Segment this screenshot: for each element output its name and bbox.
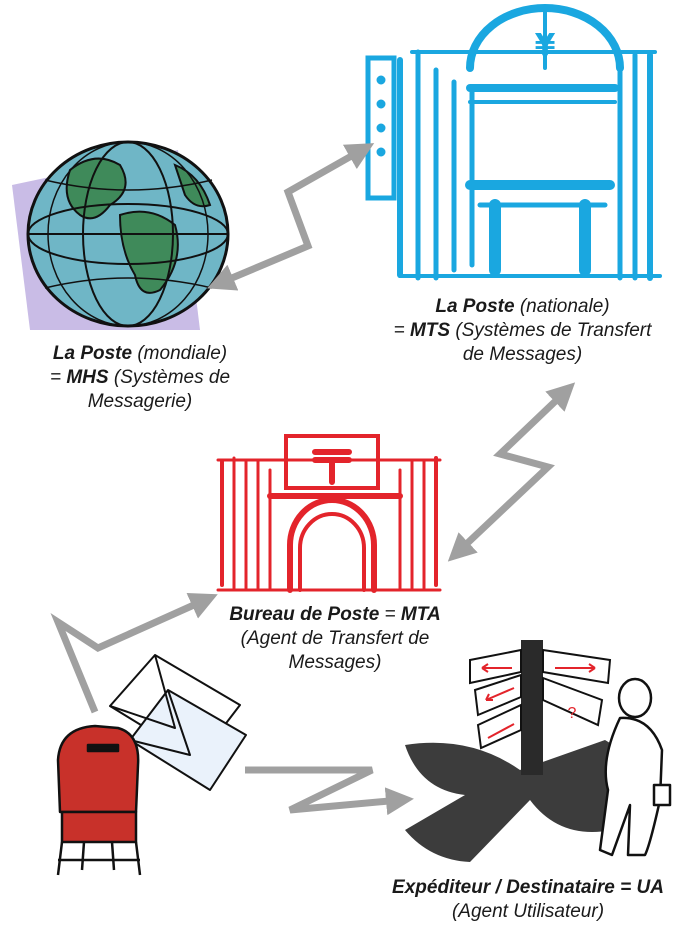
- bank-building-icon: ¥: [365, 4, 662, 281]
- yen-symbol: ¥: [535, 28, 556, 63]
- mta-acronym: MTA: [400, 604, 441, 625]
- question-mark-glyph: ?: [568, 705, 577, 722]
- envelopes-icon: [109, 654, 247, 791]
- arrow-mailbox-ua: [245, 766, 414, 816]
- post-office-icon: [216, 434, 442, 593]
- arrow-globe-mts: [207, 143, 375, 291]
- mhs-desc-line2: Messagerie): [87, 391, 193, 412]
- arrow-mailbox-mta: [50, 592, 218, 714]
- mta-desc-line2: Messages): [288, 652, 382, 673]
- mts-title: La Poste: [435, 296, 515, 317]
- mts-eq: =: [393, 320, 410, 341]
- mts-title-note: (nationale): [514, 296, 610, 317]
- ua-title: Expéditeur / Destinataire = UA: [392, 877, 664, 898]
- mts-desc-line1: (Systèmes de Transfert: [450, 320, 652, 341]
- ua-desc: (Agent Utilisateur): [451, 901, 605, 922]
- arrow-mts-mta: [447, 382, 576, 562]
- mhs-title: La Poste: [52, 343, 133, 364]
- label-ua: Expéditeur / Destinataire = UA (Agent Ut…: [370, 876, 686, 924]
- globe-icon: [12, 140, 230, 330]
- mhs-desc-line1: (Systèmes de: [108, 367, 231, 388]
- mts-desc-line2: de Messages): [462, 344, 583, 365]
- label-mta: Bureau de Poste = MTA (Agent de Transfer…: [190, 603, 480, 675]
- mhs-title-note: (mondiale): [132, 343, 228, 364]
- mhs-acronym: MHS: [66, 367, 109, 388]
- mta-eq: =: [379, 604, 401, 625]
- mts-acronym: MTS: [409, 320, 451, 341]
- mta-desc-line1: (Agent de Transfert de: [240, 628, 430, 649]
- mta-title: Bureau de Poste: [229, 604, 380, 625]
- mailbox-icon: [56, 724, 142, 876]
- signpost-person-icon: ?: [405, 640, 672, 862]
- label-mhs: La Poste (mondiale) = MHS (Systèmes de M…: [10, 342, 270, 414]
- label-mts: La Poste (nationale) = MTS (Systèmes de …: [360, 295, 685, 367]
- mhs-eq: =: [49, 367, 67, 388]
